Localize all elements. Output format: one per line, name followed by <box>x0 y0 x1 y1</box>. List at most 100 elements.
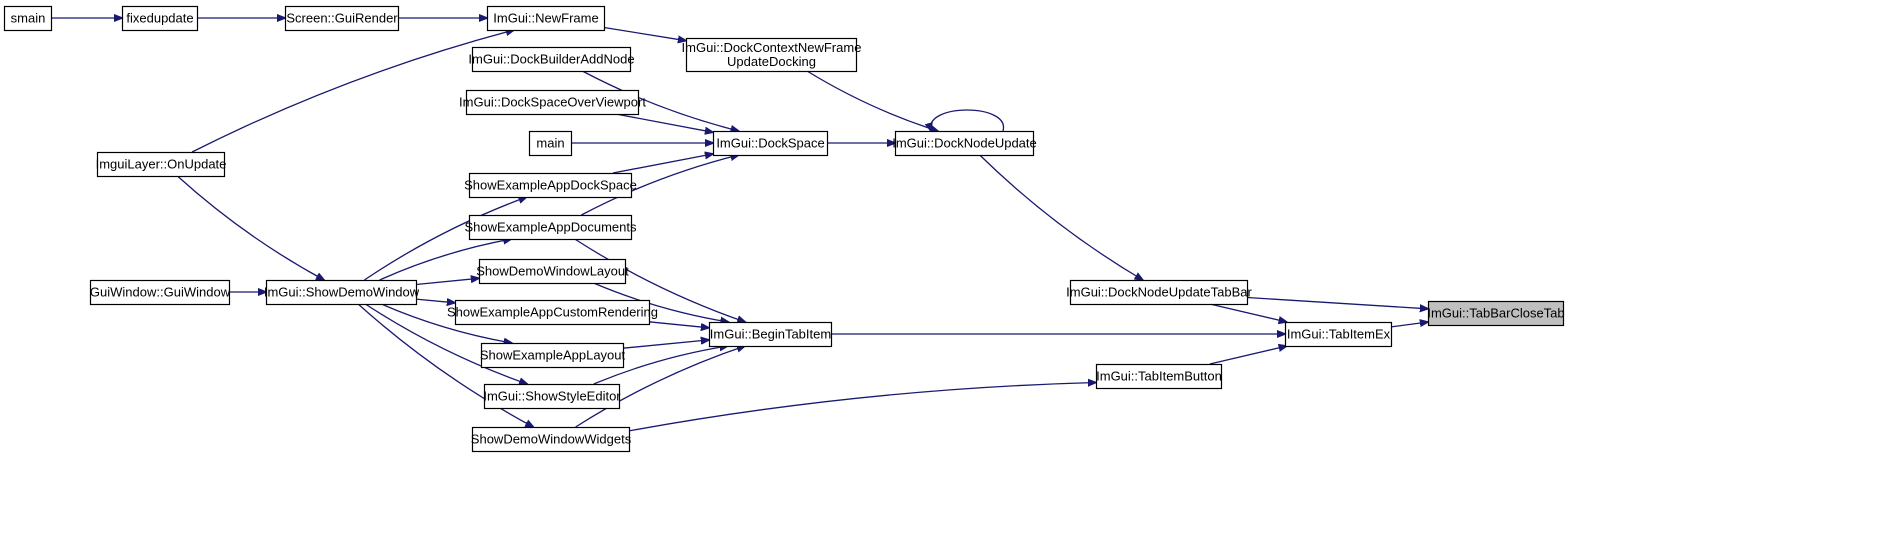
node-label: ImGui::DockSpaceOverViewport <box>459 95 646 110</box>
node-label: ImGui::TabBarCloseTab <box>1427 306 1564 321</box>
edge-showdockspace-to-dockspace <box>612 154 713 174</box>
node-showlayout[interactable]: ShowDemoWindowLayout <box>476 258 629 285</box>
node-box <box>894 130 1035 157</box>
edge-tabitemex-to-closetab <box>1390 322 1428 328</box>
edge-tabbar-to-closetab <box>1246 296 1428 309</box>
node-dockspaceover[interactable]: ImGui::DockSpaceOverViewport <box>459 89 646 116</box>
edge-customrender-to-begintabitem <box>648 321 709 328</box>
node-box <box>1427 300 1565 327</box>
node-tabitembutton[interactable]: ImGui::TabItemButton <box>1095 363 1223 390</box>
node-box <box>1284 321 1393 348</box>
edge-docknodeupdate-to-docknodeupdate <box>930 109 1004 131</box>
node-label: ShowExampleAppCustomRendering <box>447 305 658 320</box>
edge-tabbar-to-tabitemex <box>1209 303 1287 322</box>
node-label: ShowExampleAppDockSpace <box>464 178 637 193</box>
node-box <box>483 383 621 410</box>
node-applayout[interactable]: ShowExampleAppLayout <box>480 342 626 369</box>
edge-showdemowindow-to-customrender <box>415 299 455 303</box>
node-showdocuments[interactable]: ShowExampleAppDocuments <box>465 214 637 241</box>
edge-widgets-to-begintabitem <box>575 346 745 428</box>
node-docknodeupdate[interactable]: ImGui::DockNodeUpdate <box>892 130 1037 157</box>
node-label: main <box>536 136 564 151</box>
node-box <box>465 89 640 116</box>
edges <box>51 18 1428 432</box>
edge-onupdate-to-showdemowindow <box>176 175 324 280</box>
node-label: ImGui::DockNodeUpdateTabBar <box>1066 285 1252 300</box>
node-box <box>96 151 226 178</box>
edge-showdemowindow-to-showdocuments <box>379 239 512 281</box>
edge-widgets-to-tabitembutton <box>628 383 1096 432</box>
node-guiwindow[interactable]: GuiWindow::GuiWindow <box>89 279 231 306</box>
node-newframe[interactable]: ImGui::NewFrame <box>486 5 606 32</box>
node-label: ImGui::NewFrame <box>493 11 598 26</box>
node-box <box>471 46 632 73</box>
node-smain[interactable]: smain <box>3 5 53 32</box>
node-box <box>121 5 199 32</box>
node-closetab[interactable]: ImGui::TabBarCloseTab <box>1427 300 1565 327</box>
node-box <box>284 5 400 32</box>
node-begintabitem[interactable]: ImGui::BeginTabItem <box>708 321 833 348</box>
node-box <box>468 172 633 199</box>
node-label: ImGui::DockBuilderAddNode <box>468 52 634 67</box>
edge-showdocuments-to-begintabitem <box>574 238 746 322</box>
node-showdockspace[interactable]: ShowExampleAppDockSpace <box>464 172 637 199</box>
node-widgets[interactable]: ShowDemoWindowWidgets <box>471 426 632 453</box>
edge-dockbuilder-to-dockspace <box>581 70 738 131</box>
node-label: ImGui::ShowDemoWindow <box>264 285 420 300</box>
node-box <box>712 130 829 157</box>
node-label: ShowExampleAppLayout <box>480 348 626 363</box>
edge-showlayout-to-begintabitem <box>593 282 729 322</box>
node-box <box>89 279 231 306</box>
edge-showdemowindow-to-styleeditor <box>364 303 527 384</box>
node-label: fixedupdate <box>126 11 193 26</box>
edge-showdemowindow-to-showlayout <box>415 278 479 286</box>
edge-docknodeupdate-to-tabbar <box>979 154 1143 280</box>
node-box <box>708 321 833 348</box>
node-dockbuilder[interactable]: ImGui::DockBuilderAddNode <box>468 46 635 73</box>
node-main[interactable]: main <box>528 130 573 157</box>
node-label: ImGui::DockNodeUpdate <box>892 136 1037 151</box>
node-guirender[interactable]: Screen::GuiRender <box>284 5 400 32</box>
node-label: ImGui::ShowStyleEditor <box>483 389 621 404</box>
node-box <box>454 299 651 326</box>
edge-styleeditor-to-begintabitem <box>593 346 728 385</box>
node-label: ImguiLayer::OnUpdate <box>96 157 227 172</box>
node-box <box>1095 363 1223 390</box>
node-label: ImGui::BeginTabItem <box>710 327 831 342</box>
edge-showdemowindow-to-applayout <box>380 303 512 343</box>
node-dockspace[interactable]: ImGui::DockSpace <box>712 130 829 157</box>
node-box <box>471 426 631 453</box>
edge-dockspaceover-to-dockspace <box>615 113 713 132</box>
node-tabbar[interactable]: ImGui::DockNodeUpdateTabBar <box>1066 279 1253 306</box>
node-fixedupdate[interactable]: fixedupdate <box>121 5 199 32</box>
edge-showdemowindow-to-showdockspace <box>364 197 526 281</box>
node-box <box>468 214 633 241</box>
node-box <box>480 342 625 369</box>
node-box <box>478 258 627 285</box>
node-label: ShowDemoWindowWidgets <box>471 432 632 447</box>
edge-tabitembutton-to-tabitemex <box>1209 346 1287 365</box>
edge-applayout-to-begintabitem <box>622 340 709 349</box>
node-box <box>3 5 53 32</box>
node-label: ImGui::DockSpace <box>716 136 824 151</box>
node-label: ImGui::TabItemButton <box>1096 369 1222 384</box>
node-label: GuiWindow::GuiWindow <box>90 285 231 300</box>
node-label: ImGui::TabItemEx <box>1287 327 1391 342</box>
node-box <box>685 37 858 73</box>
node-customrender[interactable]: ShowExampleAppCustomRendering <box>447 299 658 326</box>
node-styleeditor[interactable]: ImGui::ShowStyleEditor <box>483 383 621 410</box>
node-box <box>265 279 418 306</box>
node-box <box>486 5 606 32</box>
node-label: ShowExampleAppDocuments <box>465 220 637 235</box>
node-tabitemex[interactable]: ImGui::TabItemEx <box>1284 321 1393 348</box>
edge-dockctx-to-docknodeupdate <box>806 70 938 131</box>
node-label: UpdateDocking <box>727 54 816 69</box>
node-label: ShowDemoWindowLayout <box>476 264 629 279</box>
node-box <box>528 130 573 157</box>
node-showdemowindow[interactable]: ImGui::ShowDemoWindow <box>264 279 420 306</box>
node-label: smain <box>11 11 46 26</box>
node-onupdate[interactable]: ImguiLayer::OnUpdate <box>96 151 227 178</box>
